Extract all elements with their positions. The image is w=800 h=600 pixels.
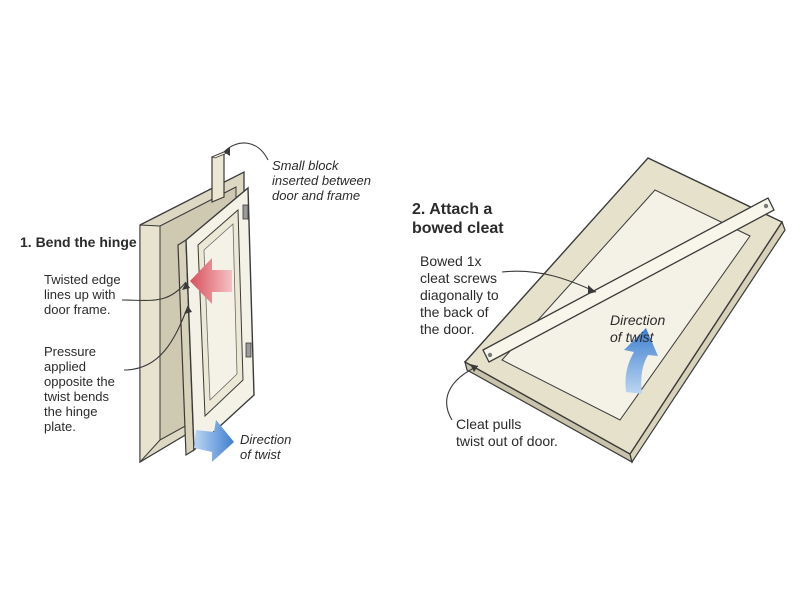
cleat-screw-left — [487, 352, 493, 358]
door-panel-inset — [203, 223, 238, 401]
direction-arrow-1 — [194, 420, 234, 462]
step2-title: 2. Attach a bowed cleat — [412, 201, 504, 237]
pressure-note: Pressure applied opposite the twist bend… — [44, 344, 115, 434]
hinge-bottom — [245, 342, 252, 358]
door-back-figure — [463, 157, 786, 464]
cleat-note: Bowed 1x cleat screws diagonally to the … — [420, 253, 499, 337]
small-block — [211, 151, 225, 203]
cleat-screw-right — [763, 203, 769, 209]
small-block-note: Small block inserted between door and fr… — [272, 158, 372, 203]
step1-title: 1. Bend the hinge — [20, 234, 137, 250]
direction-arrow-2 — [624, 328, 658, 394]
bowed-cleat — [482, 197, 775, 363]
direction-note-2: Direction of twist — [610, 312, 666, 345]
door-frame-figure — [139, 151, 255, 464]
twisted-edge-note: Twisted edge lines up with door frame. — [44, 272, 121, 317]
cleat-pulls-note: Cleat pulls twist out of door. — [456, 416, 558, 449]
direction-note-1: Direction of twist — [240, 432, 292, 462]
pressure-arrow — [190, 258, 232, 304]
hinge-top — [242, 204, 249, 220]
frame-jamb — [139, 224, 161, 464]
